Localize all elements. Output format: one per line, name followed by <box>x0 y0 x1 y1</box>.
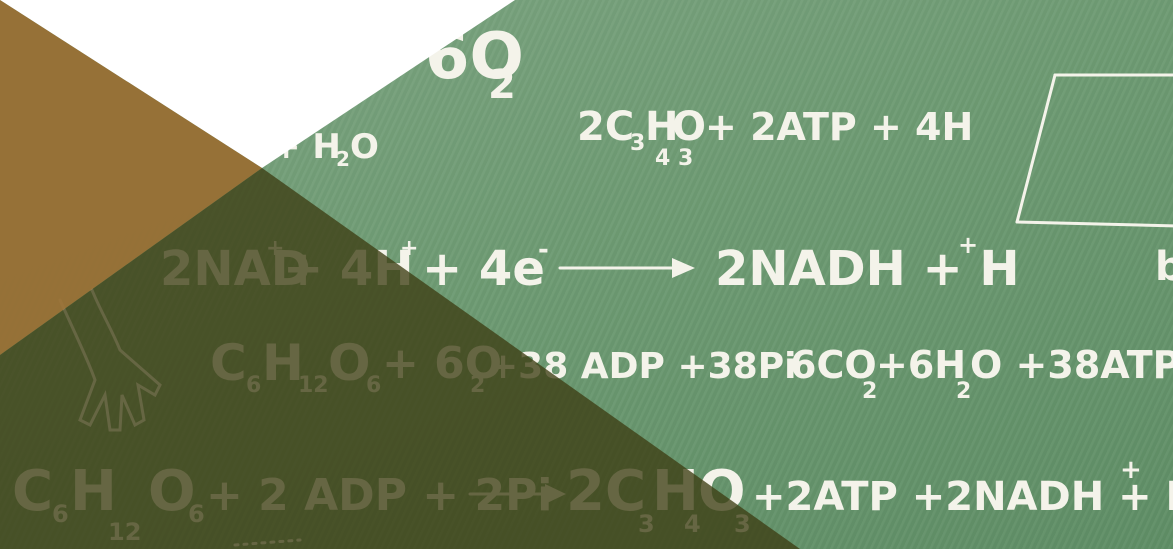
eq-line3-s4: 2 <box>470 373 485 398</box>
eq-line3-s3: 6 <box>366 373 381 398</box>
eq-line3-s5: 2 <box>862 379 877 404</box>
eq-line4-s1: 6 <box>52 500 69 528</box>
eq-line3-right2: +6H <box>876 343 966 387</box>
reaction-arrow-2-head <box>545 484 566 504</box>
eq-line3-s1: 6 <box>246 373 261 398</box>
eq-line3-o: O <box>328 334 371 392</box>
eq-line1-mid-o: O <box>672 104 706 150</box>
eq-line3-rest2: +38 ADP +38Pi <box>488 346 796 387</box>
eq-line2-mid: + 4H <box>283 241 414 297</box>
eq-line4-right: 2C <box>566 459 646 524</box>
dotted-scribble <box>233 538 302 547</box>
eq-line2-fragment: b <box>1155 244 1173 290</box>
eq-line2-mid2: + 4e <box>422 241 545 297</box>
reaction-arrow-head <box>672 258 695 278</box>
eq-top-sub: 2 <box>488 62 516 108</box>
eq-line3-right: 6CO <box>790 343 877 387</box>
hand-sketch <box>58 288 162 432</box>
eq-line1-mid: 2C <box>577 104 634 150</box>
eq-line4-h: H <box>70 459 117 524</box>
eq-line2-sup2: + <box>400 236 418 261</box>
eq-line2-sup3: - <box>538 235 549 265</box>
eq-line3-s2: 12 <box>298 373 329 398</box>
eq-line3-s6: 2 <box>956 379 971 404</box>
eq-line4-s3: 6 <box>188 500 205 528</box>
eq-line1-left: + H <box>272 127 341 167</box>
eq-line4-c: C <box>12 459 53 524</box>
eq-line3-right3: O +38ATP <box>970 343 1173 387</box>
eq-line1-left-sub: 2 <box>336 147 350 171</box>
eq-line1-mid-rest: + 2ATP + 4H <box>705 105 973 149</box>
eq-line1-mid-h: H <box>645 104 678 150</box>
eq-line2-sup1: + <box>266 236 284 261</box>
eq-line1-mid-sub2: 4 3 <box>655 146 693 171</box>
eq-line3-c: C <box>210 334 247 392</box>
eq-line4-right2: +2ATP +2NADH + H <box>752 474 1173 520</box>
eq-line4-s6: 3 <box>734 510 751 538</box>
eq-line4-s2: 12 <box>108 518 141 546</box>
shape-left-edge <box>1015 73 1057 224</box>
eq-line2-sup4: + <box>958 231 978 259</box>
eq-line1-mid-sub1: 3 <box>630 131 645 156</box>
eq-line4-sup: + <box>1120 455 1142 485</box>
shape-bottom-edge <box>1015 220 1173 228</box>
eq-line1-left-end: O <box>350 127 379 167</box>
